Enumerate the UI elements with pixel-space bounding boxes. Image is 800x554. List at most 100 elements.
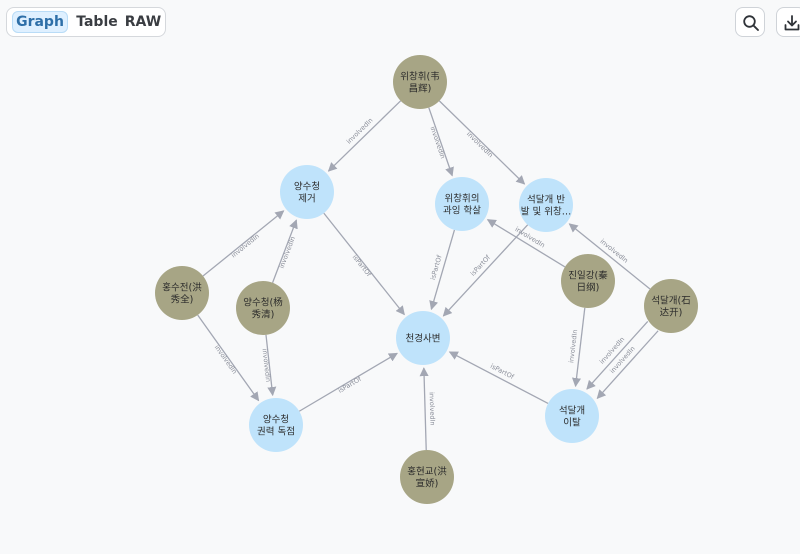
- graph-edge[interactable]: involvedIn: [327, 100, 402, 172]
- edge-line: [327, 100, 402, 172]
- node-circle: [644, 279, 698, 333]
- edge-label: involvedIn: [465, 130, 495, 159]
- node-label: 홍현교(洪: [407, 466, 447, 478]
- search-icon: [743, 15, 759, 31]
- graph-edge[interactable]: involvedIn: [202, 210, 285, 277]
- edge-label: isPartOf: [351, 253, 374, 278]
- node-label: 日纲): [577, 282, 600, 294]
- node-label: 천경사변: [406, 333, 441, 345]
- graph-edge[interactable]: involvedIn: [567, 307, 586, 388]
- node-label: 昌辉): [409, 84, 432, 95]
- graph-edge[interactable]: involvedIn: [428, 107, 454, 177]
- graph-node-shi-revolt[interactable]: 석달개 반발 및 위창…: [519, 178, 573, 232]
- node-label: 석달개: [559, 405, 585, 417]
- node-label: 발 및 위창…: [521, 206, 572, 218]
- node-label: 이탈: [563, 417, 581, 429]
- node-circle: [519, 178, 573, 232]
- node-label: 위창휘의: [445, 193, 480, 205]
- graph-edge[interactable]: involvedIn: [596, 330, 659, 400]
- node-label: 양수청: [294, 182, 320, 193]
- edge-label: isPartOf: [429, 254, 444, 281]
- edge-label: involvedIn: [428, 125, 446, 159]
- edge-line: [448, 351, 549, 405]
- graph-node-qin-rigang[interactable]: 진일강(秦日纲): [561, 254, 615, 308]
- edge-line: [586, 320, 649, 390]
- graph-node-hong-xuanjiao[interactable]: 홍현교(洪宣娇): [400, 450, 454, 504]
- node-circle: [400, 450, 454, 504]
- graph-node-shi-dakai[interactable]: 석달개(石达开): [644, 279, 698, 333]
- download-icon: [784, 15, 800, 31]
- graph-node-hong-xiuquan[interactable]: 홍수전(洪秀全): [155, 266, 209, 320]
- graph-node-weichanghui[interactable]: 위창휘(韦昌辉): [393, 55, 447, 109]
- node-circle: [249, 398, 303, 452]
- node-label: 秀清): [252, 309, 275, 321]
- edge-line: [428, 107, 454, 177]
- edge-line: [486, 219, 566, 268]
- node-circle: [393, 55, 447, 109]
- node-label: 위창휘(韦: [400, 71, 439, 83]
- edge-line: [442, 224, 529, 317]
- edge-line: [571, 307, 586, 388]
- graph-edge[interactable]: involvedIn: [438, 100, 526, 185]
- graph-edge[interactable]: isPartOf: [298, 352, 398, 412]
- node-circle: [236, 281, 290, 335]
- edge-label: involvedIn: [278, 235, 297, 269]
- download-button[interactable]: [776, 7, 800, 37]
- edge-line: [197, 314, 260, 402]
- search-button[interactable]: [735, 7, 765, 37]
- graph-edge[interactable]: involvedIn: [271, 219, 298, 283]
- node-circle: [280, 165, 334, 219]
- node-label: 양수청(杨: [243, 297, 282, 309]
- graph-edge[interactable]: isPartOf: [429, 229, 456, 311]
- node-label: 권력 독점: [257, 426, 295, 438]
- graph-edge[interactable]: isPartOf: [323, 212, 405, 316]
- node-label: 석달개 반: [527, 194, 565, 206]
- graph-edge[interactable]: isPartOf: [448, 351, 549, 405]
- graph-edge[interactable]: involvedIn: [261, 334, 277, 397]
- node-circle: [435, 177, 489, 231]
- node-circle: [155, 266, 209, 320]
- edge-label: involvedIn: [261, 348, 273, 382]
- tab-table[interactable]: Table: [76, 14, 118, 30]
- edge-line: [265, 334, 277, 397]
- node-label: 홍수전(洪: [162, 282, 202, 294]
- node-circle: [545, 389, 599, 443]
- edge-label: involvedIn: [567, 329, 579, 363]
- edge-line: [202, 210, 285, 277]
- graph-edge[interactable]: involvedIn: [586, 320, 649, 390]
- edge-label: isPartOf: [489, 362, 516, 381]
- edge-line: [298, 352, 398, 412]
- graph-edge[interactable]: involvedIn: [419, 367, 437, 451]
- node-label: 석달개(石: [651, 295, 690, 307]
- node-label: 宣娇): [416, 478, 439, 490]
- edge-label: isPartOf: [469, 253, 493, 278]
- edge-label: involvedIn: [230, 232, 261, 259]
- edge-line: [568, 223, 651, 290]
- tab-raw[interactable]: RAW: [124, 14, 162, 30]
- edge-line: [271, 219, 298, 283]
- node-label: 제거: [298, 194, 315, 205]
- graph-node-tianjing[interactable]: 천경사변: [396, 311, 450, 365]
- node-circle: [396, 311, 450, 365]
- node-circle: [561, 254, 615, 308]
- edge-label: involvedIn: [428, 392, 437, 426]
- node-label: 达开): [660, 307, 683, 319]
- edge-line: [429, 229, 456, 311]
- graph-edge[interactable]: isPartOf: [442, 224, 529, 317]
- edge-label: isPartOf: [337, 375, 364, 395]
- edge-label: involvedIn: [213, 344, 239, 376]
- tab-graph[interactable]: Graph: [12, 11, 68, 33]
- graph-node-yang-xiuqing[interactable]: 양수청(杨秀清): [236, 281, 290, 335]
- edge-line: [596, 330, 659, 400]
- edge-line: [438, 100, 526, 185]
- node-label: 양수청: [263, 415, 289, 426]
- view-tabs: Graph Table RAW: [6, 7, 166, 37]
- node-label: 秀全): [171, 294, 194, 306]
- node-label: 과잉 학살: [443, 205, 481, 217]
